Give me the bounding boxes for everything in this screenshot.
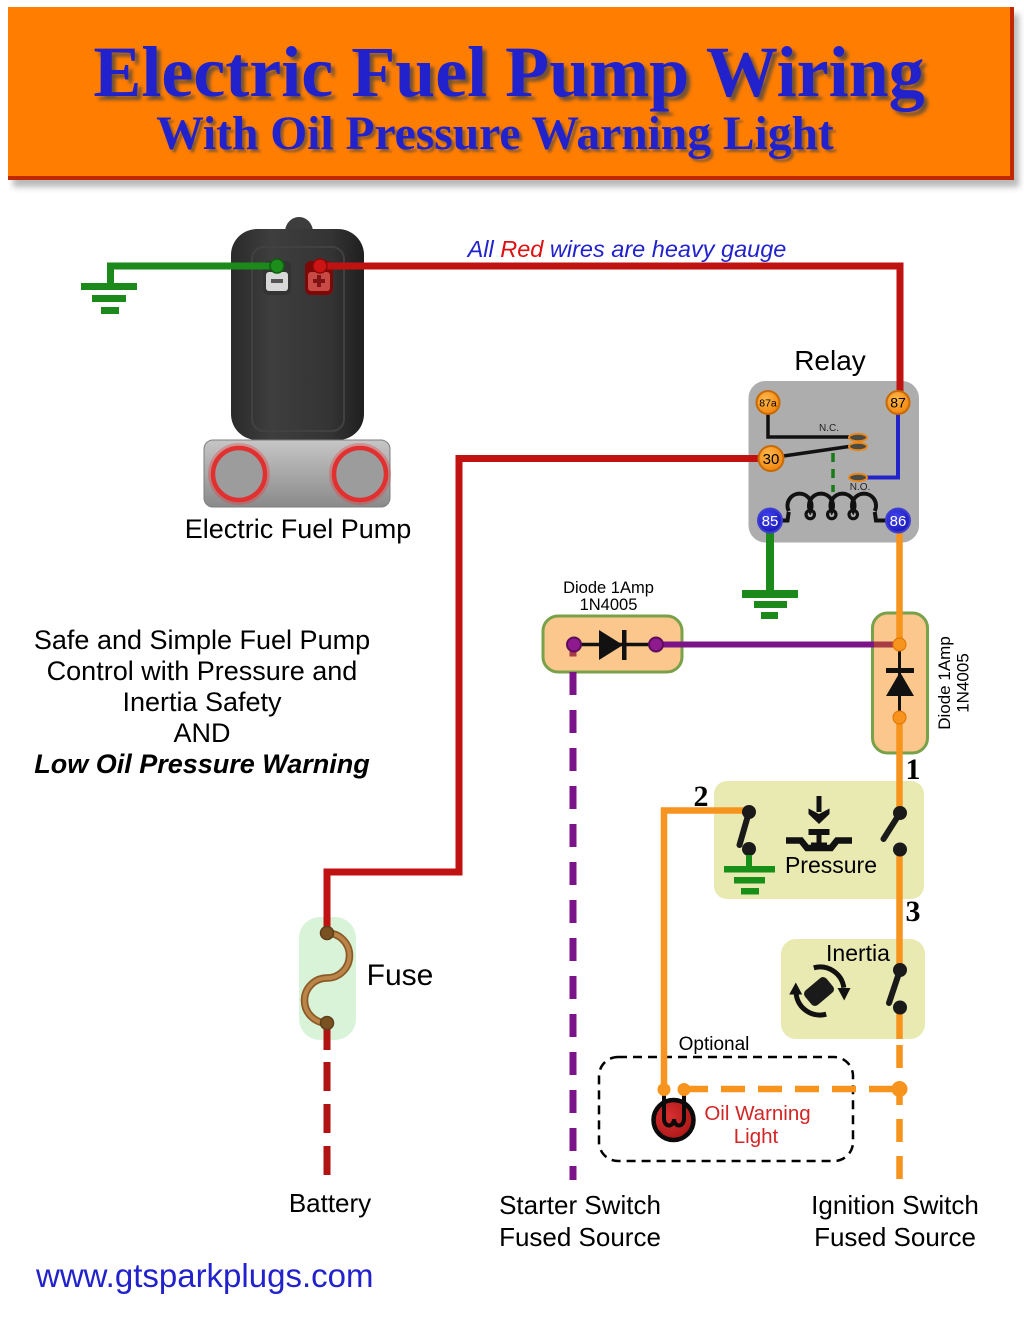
svg-text:N.O.: N.O.: [850, 482, 871, 493]
svg-text:Diode 1Amp: Diode 1Amp: [935, 636, 954, 730]
svg-text:N.C.: N.C.: [819, 423, 839, 434]
svg-text:Ignition Switch: Ignition Switch: [811, 1190, 979, 1220]
svg-text:1N4005: 1N4005: [954, 653, 973, 713]
svg-text:Inertia Safety: Inertia Safety: [122, 687, 282, 717]
svg-text:Control with Pressure and: Control with Pressure and: [47, 656, 358, 686]
svg-text:Inertia: Inertia: [826, 940, 890, 966]
svg-text:www.gtsparkplugs.com: www.gtsparkplugs.com: [35, 1257, 373, 1294]
svg-text:1: 1: [906, 753, 921, 786]
svg-text:86: 86: [890, 513, 907, 530]
svg-text:Electric Fuel Pump: Electric Fuel Pump: [185, 514, 412, 544]
svg-text:All Red wires are heavy gauge: All Red wires are heavy gauge: [466, 236, 787, 262]
svg-text:Low Oil Pressure Warning: Low Oil Pressure Warning: [34, 749, 370, 779]
svg-text:Light: Light: [734, 1125, 779, 1148]
svg-text:1N4005: 1N4005: [580, 596, 638, 614]
svg-text:Diode 1Amp: Diode 1Amp: [563, 579, 654, 597]
svg-text:85: 85: [762, 513, 779, 530]
svg-text:Oil Warning: Oil Warning: [704, 1102, 810, 1125]
svg-text:Fused Source: Fused Source: [499, 1222, 661, 1252]
svg-text:Pressure: Pressure: [785, 852, 877, 878]
svg-text:Relay: Relay: [794, 345, 866, 376]
svg-text:AND: AND: [173, 718, 230, 748]
svg-text:87a: 87a: [759, 398, 777, 410]
svg-text:30: 30: [763, 451, 780, 468]
svg-text:3: 3: [906, 895, 921, 928]
svg-text:Safe and Simple Fuel Pump: Safe and Simple Fuel Pump: [34, 625, 370, 655]
svg-text:Fuse: Fuse: [367, 959, 434, 992]
svg-text:Optional: Optional: [679, 1034, 750, 1055]
svg-text:Starter Switch: Starter Switch: [499, 1190, 661, 1220]
svg-text:87: 87: [890, 395, 906, 411]
svg-text:Fused Source: Fused Source: [814, 1222, 976, 1252]
svg-text:2: 2: [694, 780, 709, 813]
svg-text:Battery: Battery: [289, 1188, 371, 1218]
